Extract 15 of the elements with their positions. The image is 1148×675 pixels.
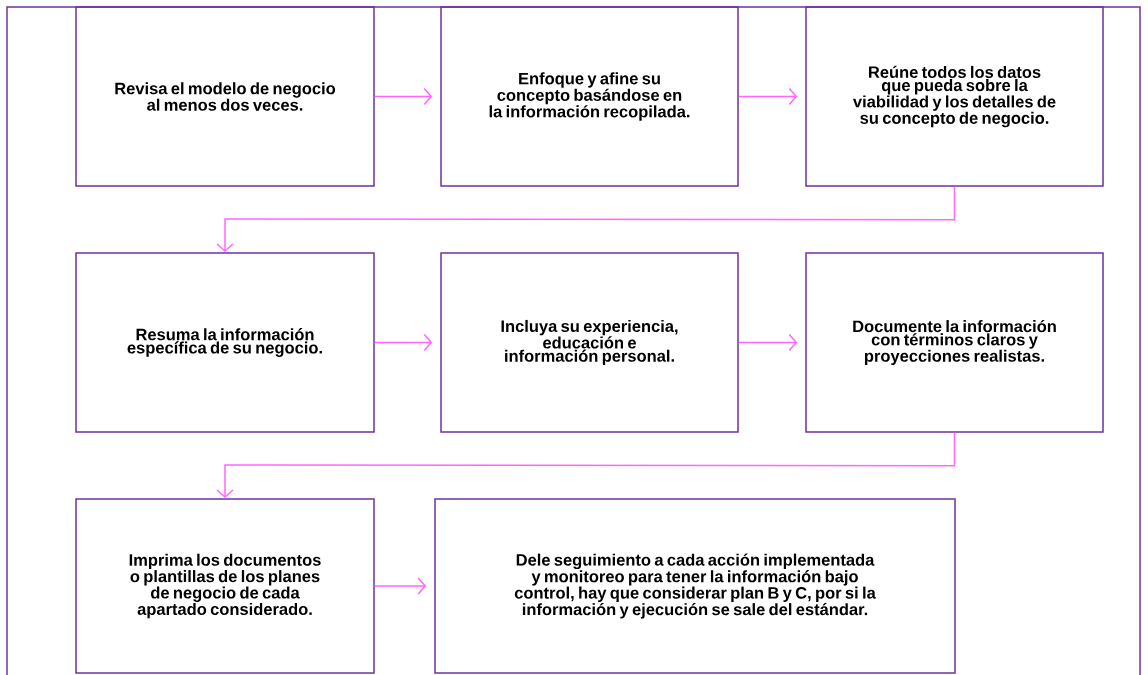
arrow <box>738 333 798 352</box>
process-box: Resuma la información específica de su negocio. <box>75 252 375 433</box>
arrow <box>374 577 427 595</box>
process-box: Reúne todos los datos que pueda sobre la viabilidad y los detalles de su concepto de negocio. <box>805 6 1104 187</box>
process-box: Incluya su experiencia, educación e información personal. <box>440 252 739 433</box>
arrow <box>216 186 956 252</box>
process-box: Imprima los documentos o plantillas de los planes de negocio de cada apartado considerado. <box>75 498 375 674</box>
process-box: Documente la información con términos claros y proyecciones realistas. <box>805 252 1104 433</box>
arrow <box>738 87 798 106</box>
process-box: Revisa el modelo de negocio al menos dos veces. <box>75 6 375 187</box>
arrow <box>216 432 956 498</box>
arrow <box>374 87 433 106</box>
process-box: Enfoque y afine su concepto basándose en la información recopilada. <box>440 6 739 187</box>
process-box: Dele seguimiento a cada acción implementada y monitoreo para tener la información bajo control, hay que considerar plan B y C, por si la información y ejecución se sale del estándar. <box>434 498 956 674</box>
arrow <box>374 333 433 352</box>
